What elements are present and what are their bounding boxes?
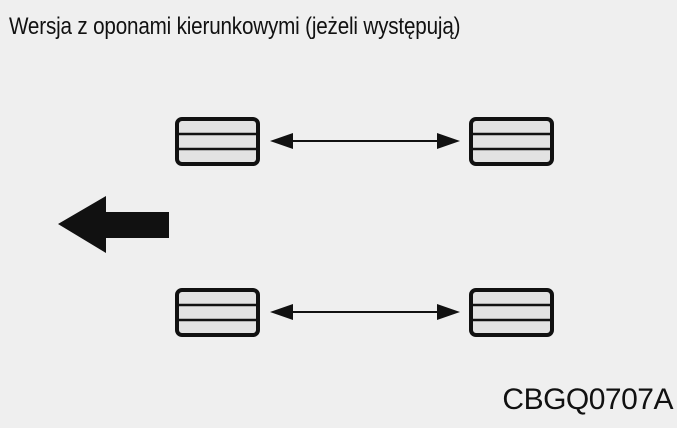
double-headed-arrow-icon <box>270 304 460 320</box>
travel-direction-arrow-icon <box>58 196 169 253</box>
tire-icon <box>175 117 260 166</box>
double-headed-arrow-icon <box>270 133 460 149</box>
tire-icon <box>175 288 260 337</box>
diagram-title: Wersja z oponami kierunkowymi (jeżeli wy… <box>9 13 461 40</box>
tire-icon <box>469 288 554 337</box>
figure-code: CBGQ0707A <box>502 383 673 416</box>
tire-icon <box>469 117 554 166</box>
